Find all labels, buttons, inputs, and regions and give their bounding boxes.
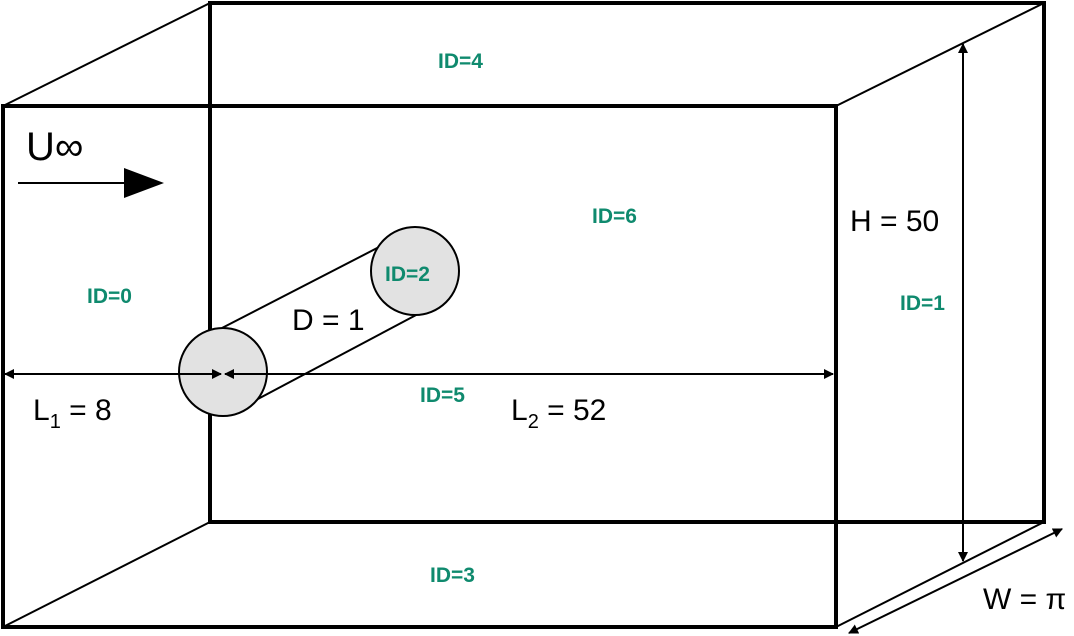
- l1-label: L1 = 8: [33, 394, 112, 433]
- l1-value: = 8: [61, 394, 112, 427]
- cylinder-bottom-edge: [255, 313, 419, 401]
- boundary-id-2: ID=2: [385, 263, 430, 286]
- boundary-id-4: ID=4: [438, 50, 483, 73]
- flow-label: U∞: [26, 125, 83, 169]
- height-label: H = 50: [850, 205, 939, 238]
- l2-label: L2 = 52: [511, 394, 606, 433]
- cylinder-front-end: [178, 327, 268, 417]
- l1-letter: L: [33, 394, 50, 427]
- l2-value: = 52: [539, 394, 607, 427]
- diameter-label: D = 1: [292, 304, 365, 337]
- boundary-id-0: ID=0: [87, 285, 132, 308]
- boundary-id-6: ID=6: [592, 205, 637, 228]
- flow-arrow-head: [124, 168, 164, 198]
- front-face: [1, 104, 838, 629]
- depth-edge-top-right: [835, 2, 1045, 107]
- cylinder-back-end: [370, 226, 460, 316]
- l1-subscript: 1: [50, 411, 61, 433]
- boundary-id-1: ID=1: [900, 292, 945, 315]
- back-face: [208, 1, 1046, 524]
- l2-subscript: 2: [528, 411, 539, 433]
- boundary-id-5: ID=5: [420, 384, 465, 407]
- boundary-id-3: ID=3: [430, 564, 475, 587]
- width-dimension-arrow: [848, 528, 1063, 634]
- l2-letter: L: [511, 394, 528, 427]
- depth-edge-bottom-left: [2, 521, 211, 628]
- width-label: W = π: [983, 583, 1066, 616]
- depth-edge-top-left: [2, 2, 211, 107]
